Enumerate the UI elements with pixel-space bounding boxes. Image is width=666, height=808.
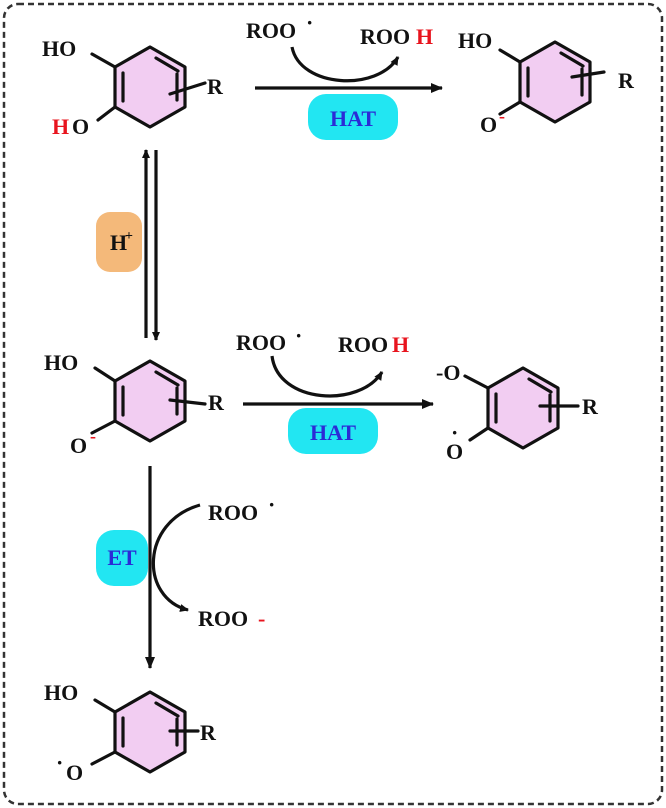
semiquinone-o: O <box>446 439 463 464</box>
phenoxyl-radical-molecule: HO O · R <box>44 680 217 785</box>
catechol-ho-label: HO <box>42 36 76 61</box>
phenoxyl-r: R <box>200 720 217 745</box>
semiquinone-dot: · <box>451 420 458 445</box>
radical-dot: · <box>306 10 313 35</box>
monoanion-r: R <box>208 390 225 415</box>
hat-reaction-middle: ROO · ROO H HAT <box>236 323 434 454</box>
hat-badge-middle-text: HAT <box>310 420 356 445</box>
hat-reaction-top: ROO · ROO H HAT <box>246 10 443 140</box>
proton-badge <box>96 212 142 272</box>
rooh-prefix: ROO <box>360 24 410 49</box>
monoanion-ho: HO <box>44 350 78 375</box>
hat-badge-middle <box>288 408 378 454</box>
radical-dot-middle: · <box>295 323 302 348</box>
rooh-h-red: H <box>416 24 433 49</box>
roo-radical-label: ROO <box>246 18 296 43</box>
semiquinone-minus-o: -O <box>436 360 460 385</box>
phenoxyl-dot: · <box>56 750 63 775</box>
equilibrium-arrows: H + <box>96 149 160 341</box>
catechol-o-label: O <box>72 114 89 139</box>
roo-radical-middle: ROO <box>236 330 286 355</box>
phenoxide-top-r: R <box>618 68 635 93</box>
phenoxide-top-ho: HO <box>458 28 492 53</box>
et-badge <box>96 530 148 586</box>
hat-badge-top <box>308 94 398 140</box>
rooh-middle-prefix: ROO <box>338 332 388 357</box>
phenoxide-top-o: O <box>480 112 497 137</box>
monoanion-minus: - <box>90 426 96 446</box>
roo-anion-prefix: ROO <box>198 606 248 631</box>
hat-badge-top-text: HAT <box>330 106 376 131</box>
et-badge-text: ET <box>107 545 137 570</box>
monoanion-o: O <box>70 433 87 458</box>
monoanion-molecule: HO O - R <box>44 350 225 458</box>
proton-badge-text: H <box>110 230 127 255</box>
semiquinone-r: R <box>582 394 599 419</box>
semiquinone-molecule: -O O · R <box>436 360 599 464</box>
phenoxide-top-molecule: HO O - R <box>458 28 635 137</box>
phenoxyl-ho: HO <box>44 680 78 705</box>
catechol-r-label: R <box>207 74 224 99</box>
radical-dot-et: · <box>268 492 275 517</box>
phenoxide-top-minus: - <box>499 106 505 126</box>
rooh-middle-h-red: H <box>392 332 409 357</box>
phenoxyl-o: O <box>66 760 83 785</box>
proton-badge-sup: + <box>125 229 133 244</box>
roo-anion-minus-red: - <box>258 606 265 631</box>
catechol-molecule: HO H O R <box>42 36 224 139</box>
roo-radical-et: ROO <box>208 500 258 525</box>
catechol-h-red: H <box>52 114 69 139</box>
et-reaction: ROO · ROO - ET <box>96 466 275 669</box>
